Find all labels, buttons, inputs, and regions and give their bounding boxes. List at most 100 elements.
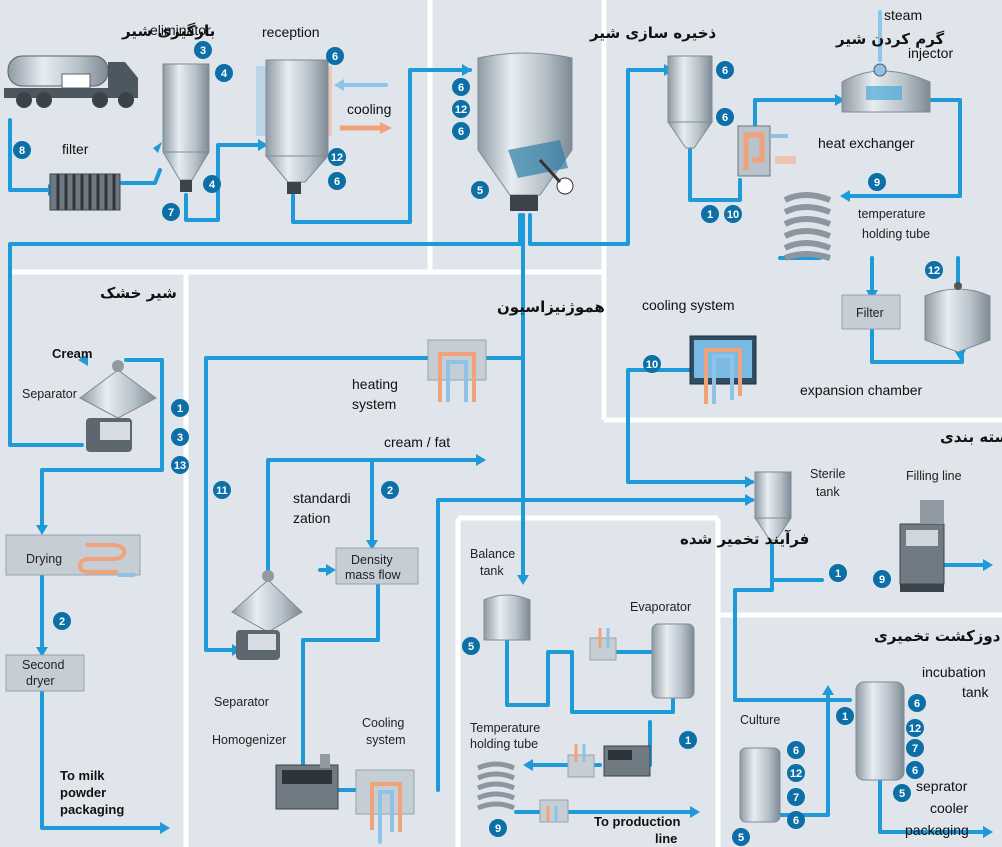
label-balance-tank-2: tank bbox=[480, 564, 504, 578]
step-badge-number: 2 bbox=[59, 616, 65, 628]
evaporator-tank-icon bbox=[651, 623, 695, 699]
heater-evaporator-feed-icon bbox=[589, 628, 617, 661]
label-cooler: cooler bbox=[930, 800, 968, 816]
step-badge-circle bbox=[489, 819, 507, 837]
step-badge-number: 6 bbox=[793, 745, 799, 757]
section-fermented-cultivation: دوزکشت تخمیری bbox=[874, 627, 1001, 645]
step-badge-circle bbox=[213, 481, 231, 499]
eliminator-tank-icon bbox=[162, 63, 210, 192]
label-holding-tube-2: holding tube bbox=[862, 227, 930, 241]
second-dryer-box bbox=[5, 654, 85, 692]
step-badge-circle bbox=[908, 694, 926, 712]
step-badge-number: 9 bbox=[879, 574, 885, 586]
step-badge-circle bbox=[452, 122, 470, 140]
step-badge-circle bbox=[194, 41, 212, 59]
step-badge-number: 4 bbox=[209, 179, 216, 191]
step-badge-number: 7 bbox=[912, 743, 918, 755]
step-badge-number: 6 bbox=[722, 112, 728, 124]
step-badge-circle bbox=[724, 205, 742, 223]
step-badge-number: 1 bbox=[685, 735, 691, 747]
section-milk-storage: ذخیره سازی شیر bbox=[589, 24, 717, 42]
step-badge-number: 5 bbox=[738, 832, 744, 844]
label-heat-exchanger: heat exchanger bbox=[818, 135, 915, 151]
label-incubation-1: incubation bbox=[922, 664, 986, 680]
label-to-milk-3: packaging bbox=[60, 802, 124, 817]
step-badge-number: 9 bbox=[874, 177, 880, 189]
step-badge-number: 9 bbox=[495, 823, 501, 835]
label-balance-tank-1: Balance bbox=[470, 547, 515, 561]
heat-exchanger-icon bbox=[737, 125, 796, 177]
step-badge-circle bbox=[328, 172, 346, 190]
step-badge-circle bbox=[171, 456, 189, 474]
step-badge-number: 8 bbox=[19, 145, 25, 157]
heater-small-icon bbox=[567, 744, 595, 778]
label-second-dryer-1: Second bbox=[22, 658, 64, 672]
label-standardization-2: zation bbox=[293, 510, 330, 526]
label-separator-left: Separator bbox=[22, 387, 77, 401]
label-drying: Drying bbox=[26, 552, 62, 566]
heater-bottom-icon bbox=[539, 799, 569, 823]
label-steam: steam bbox=[884, 7, 922, 23]
step-badge-circle bbox=[471, 181, 489, 199]
step-badge-number: 6 bbox=[458, 126, 464, 138]
step-badge-number: 12 bbox=[909, 723, 921, 735]
step-badge-circle bbox=[893, 784, 911, 802]
step-badge-number: 6 bbox=[332, 51, 338, 63]
equipment-labels: filter eliminator reception cooling stea… bbox=[22, 7, 989, 846]
section-titles: بارگیری شیر ذخیره سازی شیر گرم کردن شیر … bbox=[100, 22, 1002, 645]
label-cooling-system-top: cooling system bbox=[642, 297, 735, 313]
holding-tube-coil-icon bbox=[783, 192, 832, 261]
heating-buffer-tank-icon bbox=[667, 55, 713, 149]
step-badge-circle bbox=[381, 481, 399, 499]
step-badge-circle bbox=[162, 203, 180, 221]
density-box bbox=[335, 547, 419, 585]
reception-tank-icon bbox=[256, 59, 392, 194]
label-holding-tube-1: temperature bbox=[858, 207, 925, 221]
step-badge-circle bbox=[462, 637, 480, 655]
step-badge-circle bbox=[716, 108, 734, 126]
drying-unit-icon bbox=[5, 534, 141, 577]
label-eliminator: eliminator bbox=[150, 22, 211, 38]
label-to-milk-2: powder bbox=[60, 785, 106, 800]
step-badge-number: 12 bbox=[790, 768, 802, 780]
step-badge-number: 5 bbox=[899, 788, 905, 800]
holding-tube-coil-bottom-icon bbox=[476, 761, 516, 811]
step-badge-circle bbox=[716, 61, 734, 79]
step-badge-circle bbox=[53, 612, 71, 630]
step-badge-circle bbox=[326, 47, 344, 65]
label-cooling-system-mid-1: Cooling bbox=[362, 716, 404, 730]
label-heating-system-1: heating bbox=[352, 376, 398, 392]
label-standardization-1: standardi bbox=[293, 490, 351, 506]
step-badge-number: 6 bbox=[914, 698, 920, 710]
heating-system-mid-icon bbox=[427, 339, 487, 402]
step-badge-circle bbox=[732, 828, 750, 846]
step-badge-number: 2 bbox=[387, 485, 393, 497]
step-badge-circle bbox=[215, 64, 233, 82]
culture-tank-icon bbox=[739, 747, 781, 823]
label-homogenizer: Homogenizer bbox=[212, 733, 286, 747]
label-sterile-tank-2: tank bbox=[816, 485, 840, 499]
step-badge-number: 6 bbox=[722, 65, 728, 77]
step-badge-circle bbox=[906, 739, 924, 757]
cooling-system-unit-icon bbox=[689, 335, 757, 404]
step-badge-number: 12 bbox=[455, 104, 467, 116]
step-badge-number: 6 bbox=[793, 815, 799, 827]
section-milk-heating: گرم کردن شیر bbox=[835, 30, 945, 48]
step-badge-circle bbox=[701, 205, 719, 223]
section-milk-powder: شیر خشک bbox=[100, 284, 177, 302]
filter-unit-icon bbox=[49, 173, 121, 211]
label-filter: filter bbox=[62, 141, 89, 157]
label-density-2: mass flow bbox=[345, 568, 402, 582]
label-temp-holding-2: holding tube bbox=[470, 737, 538, 751]
step-badge-number: 4 bbox=[221, 68, 228, 80]
step-badge-number: 1 bbox=[177, 403, 183, 415]
step-badge-circle bbox=[787, 764, 805, 782]
step-badge-circle bbox=[787, 741, 805, 759]
step-badge-circle bbox=[171, 399, 189, 417]
step-badge-circle bbox=[13, 141, 31, 159]
separator-mid-icon bbox=[231, 570, 303, 660]
step-badge-circle bbox=[171, 428, 189, 446]
step-badge-number: 6 bbox=[334, 176, 340, 188]
step-badge-number: 5 bbox=[477, 185, 483, 197]
